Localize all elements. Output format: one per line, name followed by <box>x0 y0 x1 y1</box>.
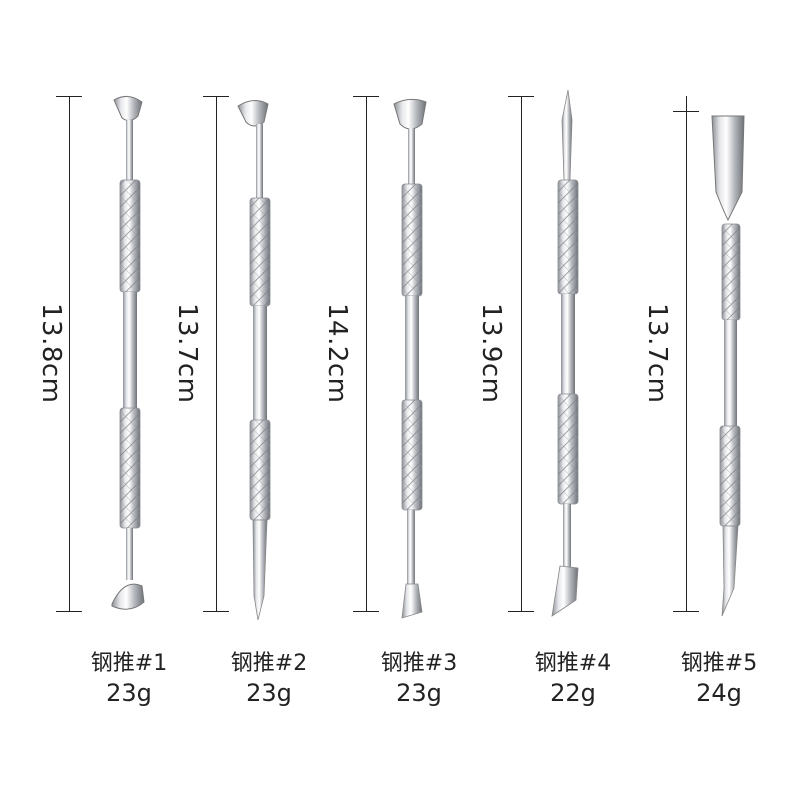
length-label-1: 13.8cm <box>36 303 66 404</box>
tool-image-2 <box>236 96 280 620</box>
tool-image-4 <box>546 90 590 620</box>
caption-2: 钢推#2 23g <box>194 650 344 708</box>
measure-tick-bottom-2 <box>203 611 229 612</box>
caption-4: 钢推#4 22g <box>498 650 648 708</box>
measure-line-4 <box>521 96 522 611</box>
measure-tick-top-3 <box>353 96 379 97</box>
tool-name-1: 钢推#1 <box>90 651 168 676</box>
measure-line-2 <box>216 96 217 611</box>
tool-image-5 <box>708 112 752 618</box>
tool-weight-1: 23g <box>106 679 152 707</box>
measure-line-3 <box>366 96 367 611</box>
measure-tick-top-1 <box>56 96 82 97</box>
tool-weight-5: 24g <box>696 679 742 707</box>
caption-3: 钢推#3 23g <box>344 650 494 708</box>
caption-5: 钢推#5 24g <box>644 650 794 708</box>
tool-name-3: 钢推#3 <box>380 651 458 676</box>
tool-image-1 <box>108 94 152 614</box>
measure-tick-bottom-1 <box>56 611 82 612</box>
tool-weight-3: 23g <box>396 679 442 707</box>
length-label-5: 13.7cm <box>642 303 672 404</box>
measure-tick-bottom-4 <box>508 611 534 612</box>
tool-image-3 <box>390 96 434 620</box>
tool-name-5: 钢推#5 <box>680 651 758 676</box>
length-label-2: 13.7cm <box>172 303 202 404</box>
measure-tick-bottom-5 <box>673 611 699 612</box>
measure-tick-bottom-3 <box>353 611 379 612</box>
measure-line-1 <box>69 96 70 611</box>
measure-tick-top-5 <box>673 111 699 112</box>
measure-line-5 <box>686 96 687 611</box>
measure-tick-top-2 <box>203 96 229 97</box>
tool-name-4: 钢推#4 <box>534 651 612 676</box>
measure-tick-top-4 <box>508 96 534 97</box>
length-label-3: 14.2cm <box>322 303 352 404</box>
caption-1: 钢推#1 23g <box>54 650 204 708</box>
tool-weight-2: 23g <box>246 679 292 707</box>
tool-weight-4: 22g <box>550 679 596 707</box>
tool-name-2: 钢推#2 <box>230 651 308 676</box>
length-label-4: 13.9cm <box>476 303 506 404</box>
